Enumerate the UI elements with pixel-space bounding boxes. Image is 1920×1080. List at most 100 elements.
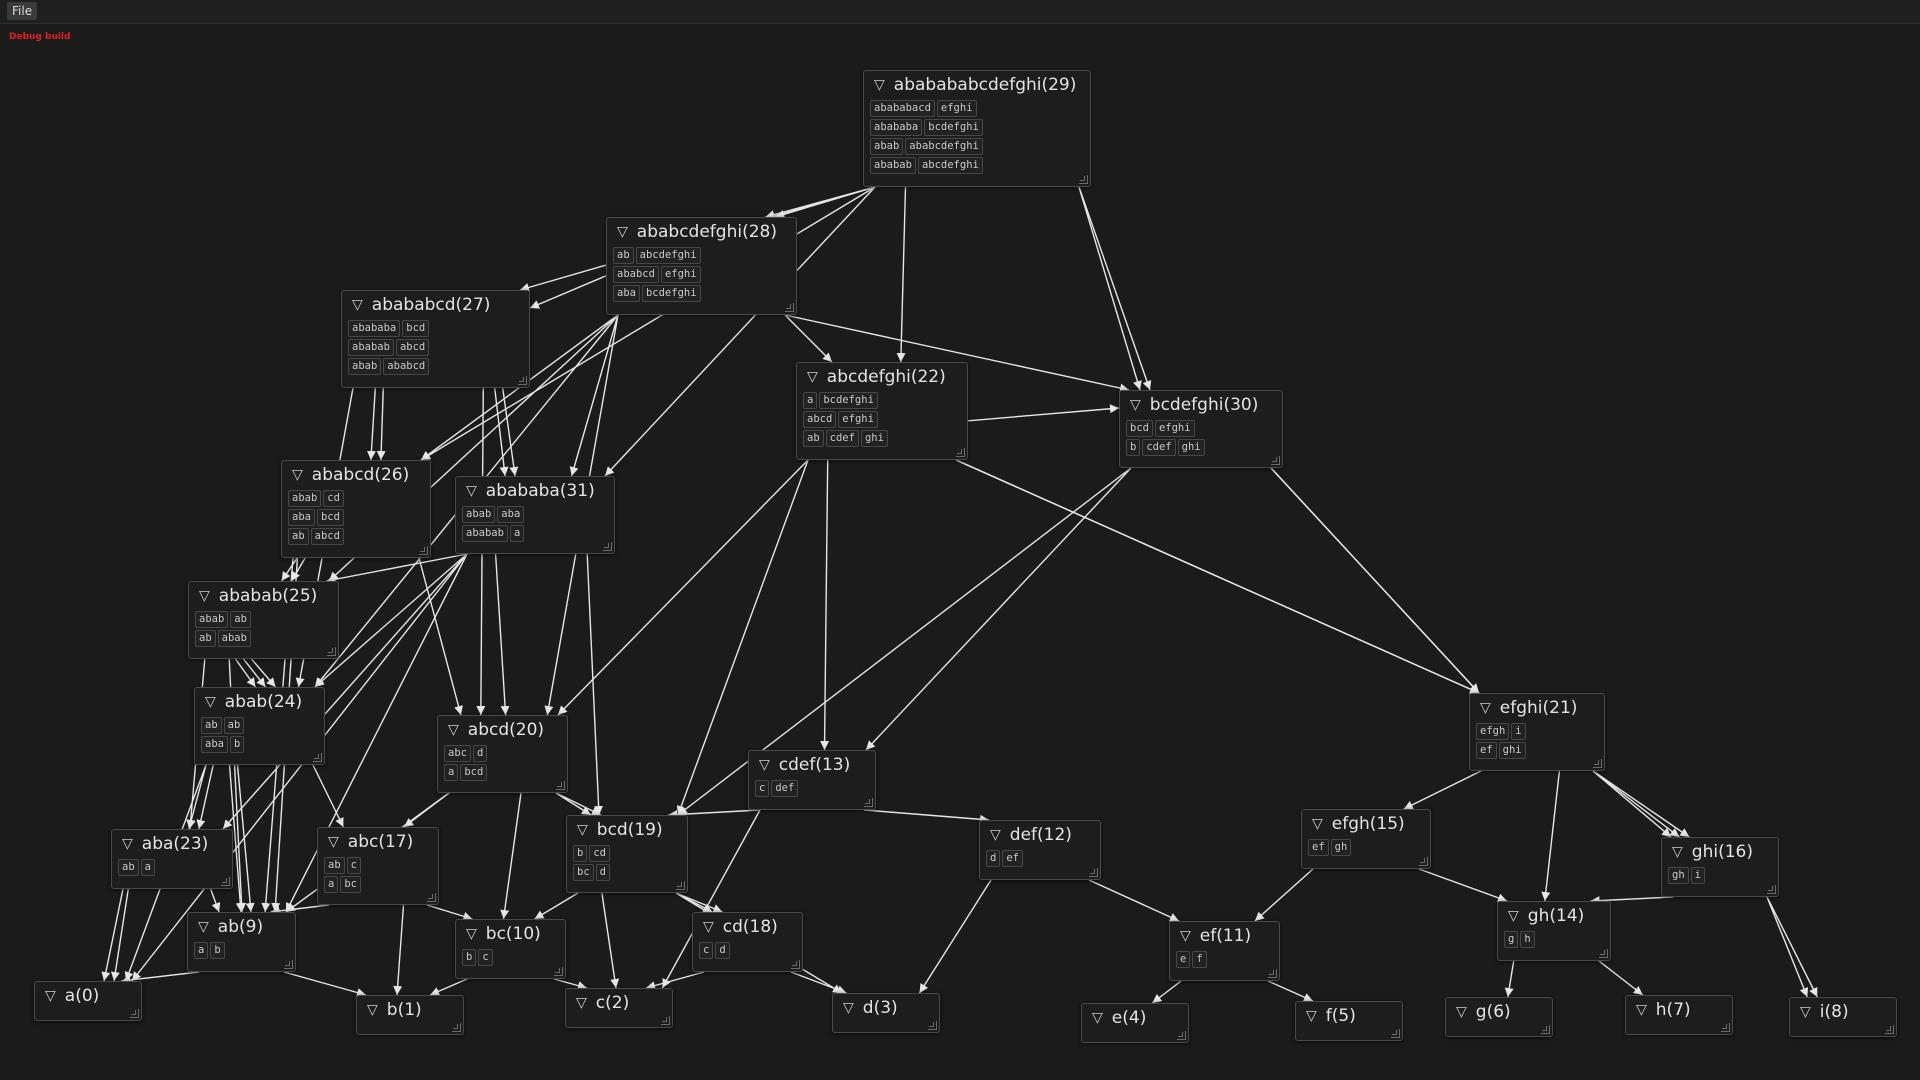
node-header[interactable]: ▽efghi(21)	[1470, 694, 1604, 722]
resize-grip-icon[interactable]	[1541, 1025, 1550, 1034]
node-header[interactable]: ▽i(8)	[1790, 998, 1896, 1026]
collapse-triangle-icon[interactable]: ▽	[807, 369, 818, 385]
node-header[interactable]: ▽abab(24)	[195, 688, 324, 716]
collapse-triangle-icon[interactable]: ▽	[328, 834, 339, 850]
resize-grip-icon[interactable]	[284, 960, 293, 969]
graph-node[interactable]: ▽i(8)	[1789, 997, 1897, 1037]
resize-grip-icon[interactable]	[1885, 1025, 1894, 1034]
resize-grip-icon[interactable]	[1419, 857, 1428, 866]
node-header[interactable]: ▽ababcdefghi(28)	[607, 218, 796, 246]
resize-grip-icon[interactable]	[130, 1009, 139, 1018]
node-header[interactable]: ▽ababab(25)	[189, 582, 338, 610]
graph-node[interactable]: ▽d(3)	[832, 993, 940, 1033]
node-header[interactable]: ▽c(2)	[566, 989, 672, 1017]
resize-grip-icon[interactable]	[556, 781, 565, 790]
node-header[interactable]: ▽aba(23)	[112, 830, 232, 858]
resize-grip-icon[interactable]	[554, 967, 563, 976]
node-header[interactable]: ▽abababcd(27)	[342, 291, 529, 319]
node-header[interactable]: ▽def(12)	[980, 821, 1100, 849]
collapse-triangle-icon[interactable]: ▽	[352, 297, 363, 313]
collapse-triangle-icon[interactable]: ▽	[466, 483, 477, 499]
resize-grip-icon[interactable]	[1593, 759, 1602, 768]
node-header[interactable]: ▽abcd(20)	[438, 716, 567, 744]
collapse-triangle-icon[interactable]: ▽	[617, 224, 628, 240]
collapse-triangle-icon[interactable]: ▽	[466, 926, 477, 942]
collapse-triangle-icon[interactable]: ▽	[199, 588, 210, 604]
node-header[interactable]: ▽abc(17)	[318, 828, 438, 856]
resize-grip-icon[interactable]	[221, 877, 230, 886]
collapse-triangle-icon[interactable]: ▽	[1306, 1008, 1317, 1024]
node-header[interactable]: ▽h(7)	[1626, 996, 1732, 1024]
collapse-triangle-icon[interactable]: ▽	[874, 77, 885, 93]
collapse-triangle-icon[interactable]: ▽	[577, 822, 588, 838]
resize-grip-icon[interactable]	[603, 542, 612, 551]
resize-grip-icon[interactable]	[313, 753, 322, 762]
resize-grip-icon[interactable]	[427, 893, 436, 902]
resize-grip-icon[interactable]	[791, 960, 800, 969]
node-header[interactable]: ▽bcd(19)	[567, 816, 687, 844]
collapse-triangle-icon[interactable]: ▽	[576, 995, 587, 1011]
resize-grip-icon[interactable]	[928, 1021, 937, 1030]
collapse-triangle-icon[interactable]: ▽	[448, 722, 459, 738]
node-header[interactable]: ▽ababababcdefghi(29)	[864, 71, 1090, 99]
resize-grip-icon[interactable]	[1391, 1029, 1400, 1038]
resize-grip-icon[interactable]	[452, 1023, 461, 1032]
graph-node[interactable]: ▽e(4)	[1081, 1003, 1189, 1043]
resize-grip-icon[interactable]	[785, 303, 794, 312]
node-header[interactable]: ▽bcdefghi(30)	[1120, 391, 1282, 419]
graph-node[interactable]: ▽g(6)	[1445, 997, 1553, 1037]
graph-node[interactable]: ▽a(0)	[34, 981, 142, 1021]
collapse-triangle-icon[interactable]: ▽	[45, 988, 56, 1004]
collapse-triangle-icon[interactable]: ▽	[292, 467, 303, 483]
resize-grip-icon[interactable]	[1089, 868, 1098, 877]
graph-node[interactable]: ▽c(2)	[565, 988, 673, 1028]
collapse-triangle-icon[interactable]: ▽	[198, 919, 209, 935]
resize-grip-icon[interactable]	[327, 647, 336, 656]
graph-node[interactable]: ▽h(7)	[1625, 995, 1733, 1035]
resize-grip-icon[interactable]	[518, 376, 527, 385]
resize-grip-icon[interactable]	[1079, 175, 1088, 184]
node-header[interactable]: ▽d(3)	[833, 994, 939, 1022]
node-header[interactable]: ▽g(6)	[1446, 998, 1552, 1026]
collapse-triangle-icon[interactable]: ▽	[122, 836, 133, 852]
resize-grip-icon[interactable]	[1177, 1031, 1186, 1040]
graph-node[interactable]: ▽b(1)	[356, 995, 464, 1035]
collapse-triangle-icon[interactable]: ▽	[1800, 1004, 1811, 1020]
collapse-triangle-icon[interactable]: ▽	[1312, 816, 1323, 832]
node-header[interactable]: ▽ef(11)	[1170, 922, 1279, 950]
collapse-triangle-icon[interactable]: ▽	[759, 757, 770, 773]
resize-grip-icon[interactable]	[956, 448, 965, 457]
collapse-triangle-icon[interactable]: ▽	[1130, 397, 1141, 413]
resize-grip-icon[interactable]	[661, 1016, 670, 1025]
resize-grip-icon[interactable]	[1271, 456, 1280, 465]
collapse-triangle-icon[interactable]: ▽	[1508, 908, 1519, 924]
resize-grip-icon[interactable]	[1721, 1023, 1730, 1032]
collapse-triangle-icon[interactable]: ▽	[990, 827, 1001, 843]
collapse-triangle-icon[interactable]: ▽	[1672, 844, 1683, 860]
collapse-triangle-icon[interactable]: ▽	[205, 694, 216, 710]
resize-grip-icon[interactable]	[419, 546, 428, 555]
collapse-triangle-icon[interactable]: ▽	[1480, 700, 1491, 716]
node-header[interactable]: ▽b(1)	[357, 996, 463, 1024]
collapse-triangle-icon[interactable]: ▽	[1636, 1002, 1647, 1018]
resize-grip-icon[interactable]	[1268, 969, 1277, 978]
